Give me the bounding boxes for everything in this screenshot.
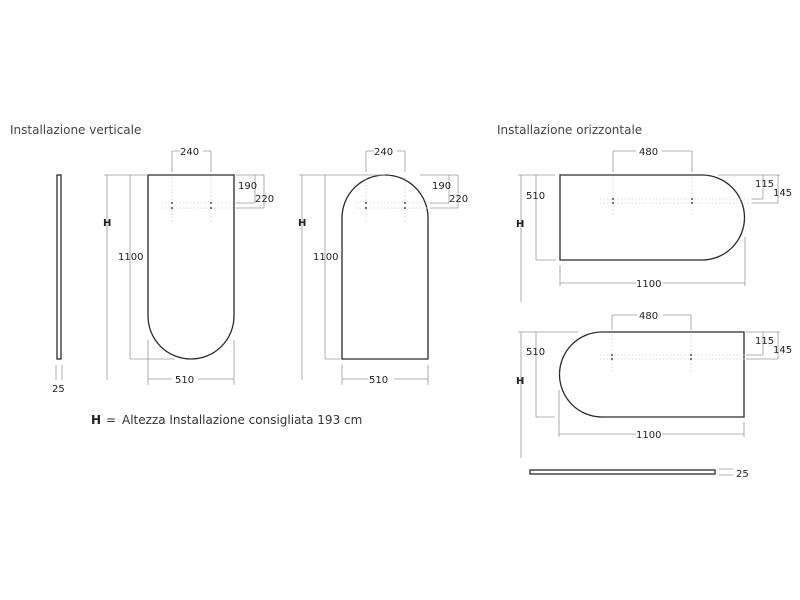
mirror-horizontal-rounded-right: 480 510 H 1100 115 145	[516, 147, 792, 302]
legend-equals: =	[106, 413, 116, 427]
offset-190-label: 190	[238, 181, 257, 192]
height-symbol: H	[298, 218, 306, 229]
offset-220-label: 220	[255, 194, 274, 205]
height-symbol: H	[516, 219, 524, 230]
side-profile-vertical: 25	[52, 174, 65, 395]
length-label: 1100	[636, 430, 661, 441]
legend-text: Altezza Installazione consigliata 193 cm	[122, 413, 362, 427]
hole-spacing-label: 480	[639, 147, 658, 158]
mirror-vertical-arched-top: 240 H 1100 510 190 220	[298, 147, 468, 386]
offset-220-label: 220	[449, 194, 468, 205]
length-label: 1100	[313, 252, 338, 263]
offset-115-label: 115	[755, 179, 774, 190]
length-label: 1100	[636, 279, 661, 290]
offset-115-label: 115	[755, 336, 774, 347]
offset-190-label: 190	[432, 181, 451, 192]
width-label: 510	[526, 347, 545, 358]
horizontal-section-title: Installazione orizzontale	[497, 123, 642, 137]
thickness-label: 25	[736, 469, 749, 480]
hole-spacing-label: 480	[639, 311, 658, 322]
width-label: 510	[526, 191, 545, 202]
hole-spacing-label: 240	[374, 147, 393, 158]
hole-spacing-label: 240	[180, 147, 199, 158]
legend-symbol: H	[91, 413, 101, 427]
offset-145-label: 145	[773, 188, 792, 199]
mirror-vertical-rounded-bottom: 240 H 1100 510 190 220	[103, 147, 274, 386]
side-profile-horizontal: 25	[529, 468, 749, 480]
height-symbol: H	[103, 218, 111, 229]
width-label: 510	[175, 375, 194, 386]
vertical-section-title: Installazione verticale	[10, 123, 141, 137]
height-legend: H = Altezza Installazione consigliata 19…	[91, 413, 362, 427]
length-label: 1100	[118, 252, 143, 263]
mirror-horizontal-rounded-left: 480 510 H 1100 115 145	[516, 311, 792, 458]
thickness-label: 25	[52, 384, 65, 395]
height-symbol: H	[516, 376, 524, 387]
offset-145-label: 145	[773, 345, 792, 356]
width-label: 510	[369, 375, 388, 386]
